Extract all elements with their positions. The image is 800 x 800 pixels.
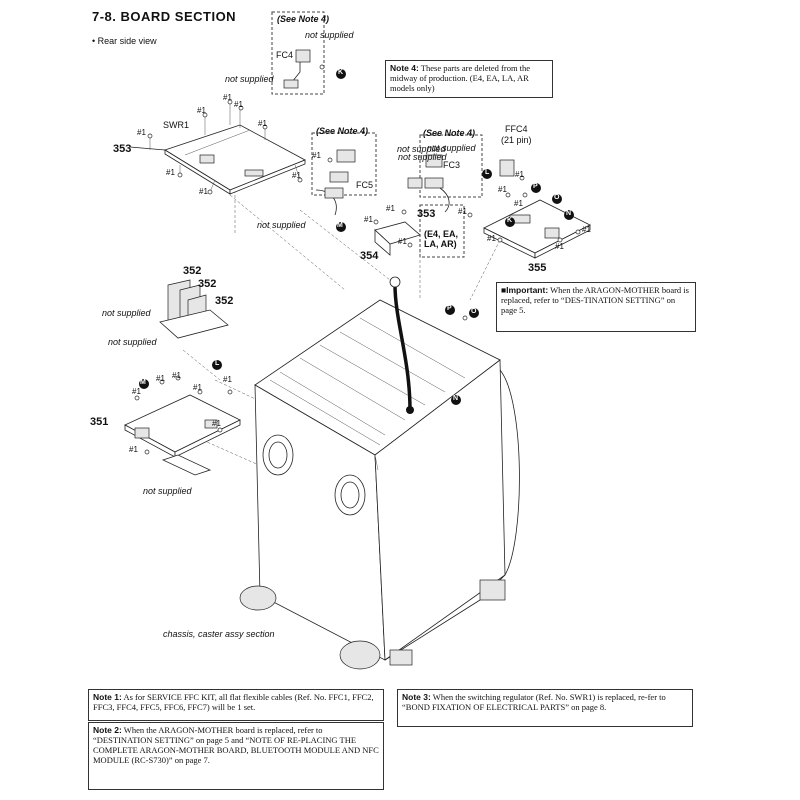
screw-label: #1 [129,445,138,454]
screw-label: #1 [398,237,407,246]
view-subtitle: • Rear side view [92,36,157,46]
ref-354: 354 [360,250,379,262]
swr1-label: SWR1 [163,120,190,130]
board-351 [124,394,241,458]
marker-o-2: O [471,308,477,315]
not-supplied-left: not supplied [397,144,446,154]
screw-label: #1 [582,225,591,234]
fc4-label: FC4 [276,50,294,60]
screw-label: #1 [212,419,221,428]
circle-markers [139,69,574,405]
important-label: ■Important: [501,285,549,295]
heatsink-352 [159,279,229,339]
see-note4-fc5: (See Note 4) [316,126,369,136]
screw-label: #1 [199,187,208,196]
screw-label: #1 [258,119,267,128]
note-1-label: Note 1: [93,692,122,702]
screw-label: #1 [458,207,467,216]
screw-label: #1 [312,151,321,160]
important-text: When the ARAGON-MOTHER board is replaced… [501,285,689,315]
screws [134,64,581,455]
marker-k-1: K [338,69,344,76]
bracket-not-supplied [161,454,212,476]
screw-label: #1 [386,204,395,213]
note-3-text: When the switching regulator (Ref. No. S… [402,692,666,712]
bracket-354 [374,204,465,258]
marker-p-2: P [447,305,452,312]
note-3-box: Note 3: When the switching regulator (Re… [397,689,693,727]
note-3-label: Note 3: [402,692,431,702]
screw-label: #1 [292,171,301,180]
screw-label: #1 [166,168,175,177]
screw-label: #1 [555,242,564,251]
models-box: (E4, EA, LA, AR) [424,229,459,249]
ref-352-b: 352 [198,278,217,290]
marker-l-1: L [485,169,490,176]
note-2-label: Note 2: [93,725,122,735]
not-supplied-heatsink-2: not supplied [108,337,157,347]
screw-label: #1 [197,106,206,115]
note-4-label: Note 4: [390,63,419,73]
not-supplied-fc4: not supplied [305,30,354,40]
see-note4-fc4: (See Note 4) [277,14,330,24]
ffc4-label: FFC4 [505,124,528,134]
note-2-box: Note 2: When the ARAGON-MOTHER board is … [88,722,384,790]
screw-label: #1 [515,170,524,179]
not-supplied-heatsink-1: not supplied [102,308,151,318]
not-supplied-bracket: not supplied [143,486,192,496]
screw-label: #1 [172,371,181,380]
marker-m-1: M [337,222,343,229]
note-1-box: Note 1: As for SERVICE FFC KIT, all flat… [88,689,384,721]
not-supplied-fc3-2: not supplied [398,152,447,162]
screw-label: #1 [234,100,243,109]
screw-label: #1 [156,374,165,383]
see-note4-fc3: (See Note 4) [423,128,476,138]
important-box: ■Important: When the ARAGON-MOTHER board… [496,282,696,332]
screw-label: #1 [498,185,507,194]
ref-352-a: 352 [183,265,202,277]
fc5-connector [311,132,377,216]
note-2-text: When the ARAGON-MOTHER board is replaced… [93,725,379,765]
marker-m-2: M [140,379,146,386]
chassis-body [239,276,520,670]
fc5-label: FC5 [356,180,374,190]
ref-351: 351 [90,416,109,428]
screw-label: #1 [514,199,523,208]
ref-353-left: 353 [113,143,132,155]
chassis-label: chassis, caster assy section [163,629,275,639]
fc3-connector [407,134,483,213]
note-4-box: Note 4: These parts are deleted from the… [385,60,553,98]
marker-n-1: N [566,210,572,217]
ref-355: 355 [528,262,547,274]
note-1-text: As for SERVICE FFC KIT, all flat flexibl… [93,692,374,712]
fc4-connector [271,11,325,95]
marker-k-2: K [507,217,513,224]
fc3-label: FC3 [443,160,461,170]
marker-o-1: O [554,194,560,201]
board-355 [483,159,591,259]
screw-label: #1 [193,383,202,392]
marker-n-2: N [453,395,459,402]
marker-l-2: L [215,360,220,367]
screw-label: #1 [223,375,232,384]
screw-label: #1 [137,128,146,137]
marker-p-1: P [533,183,538,190]
screw-label: #1 [132,387,141,396]
not-supplied-fc3: not supplied [427,143,476,153]
not-supplied-fc5-cable: not supplied [257,220,306,230]
ref-353-right: 353 [417,208,436,220]
ref-352-c: 352 [215,295,234,307]
section-title: 7-8. BOARD SECTION [92,9,237,24]
note-4-text: These parts are deleted from the midway … [390,63,531,93]
not-supplied-cable-top: not supplied [225,74,274,84]
screw-label: #1 [364,215,373,224]
swr1-board [164,124,306,195]
screw-label: #1 [487,234,496,243]
ffc4-pins: (21 pin) [501,135,532,145]
screw-label: #1 [223,93,232,102]
